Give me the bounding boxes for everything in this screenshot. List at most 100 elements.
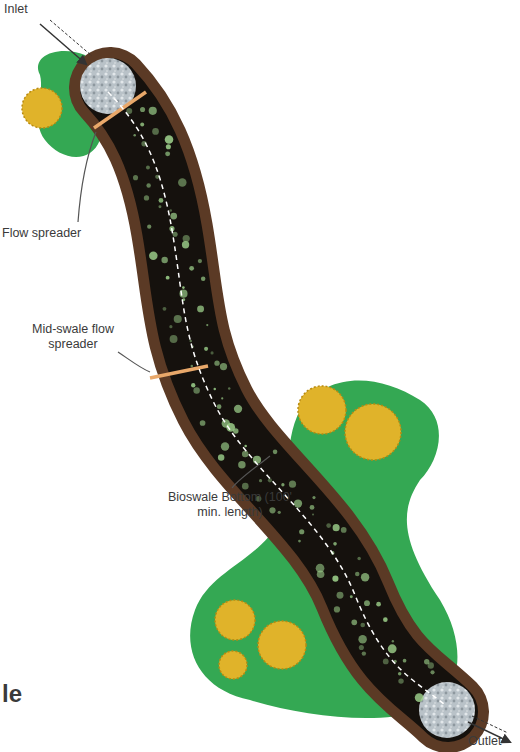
vegetation-dot [242, 483, 249, 490]
vegetation-dot [140, 122, 144, 126]
vegetation-dot [299, 529, 304, 534]
vegetation-dot [253, 456, 261, 464]
gravel-outlet [419, 682, 475, 738]
mid-swale-flow-spreader [150, 366, 208, 378]
vegetation-dot [351, 619, 357, 625]
vegetation-dot [430, 670, 434, 674]
vegetation-dot [269, 507, 275, 513]
vegetation-dot [350, 595, 353, 598]
vegetation-dot [190, 365, 193, 368]
vegetation-dot [359, 645, 364, 650]
vegetation-dot [197, 305, 204, 312]
vegetation-dot [289, 481, 296, 488]
outlet-label: Outlet [468, 734, 518, 749]
vegetation-dot [361, 573, 369, 581]
vegetation-dot [312, 513, 314, 515]
vegetation-dot [355, 572, 359, 576]
vegetation-dots [126, 107, 434, 702]
vegetation-dot [204, 347, 208, 351]
vegetation-dot [317, 571, 325, 579]
vegetation-dot [217, 404, 222, 409]
inlet-label: Inlet [4, 2, 44, 17]
vegetation-dot [201, 277, 206, 282]
callout-label: Flow spreader [2, 226, 97, 241]
vegetation-dot [398, 678, 403, 683]
vegetation-dot [278, 511, 281, 514]
vegetation-dot [360, 623, 365, 628]
vegetation-dot [170, 335, 178, 343]
vegetation-dot [169, 209, 172, 212]
vegetation-dot [332, 576, 338, 582]
leader-line [232, 456, 270, 488]
vegetation-dot [428, 662, 434, 668]
vegetation-dot [388, 644, 397, 653]
vegetation-dot [218, 454, 224, 460]
vegetation-dot [146, 165, 150, 169]
vegetation-dot [358, 635, 366, 643]
vegetation-dot [182, 286, 185, 289]
vegetation-dot [183, 235, 190, 242]
vegetation-dot [198, 259, 202, 263]
vegetation-dot [333, 524, 340, 531]
vegetation-dot [221, 397, 223, 399]
vegetation-dot [191, 383, 195, 387]
vegetation-dot [189, 266, 194, 271]
vegetation-dot [392, 640, 394, 642]
vegetation-dot [163, 307, 167, 311]
vegetation-dot [238, 461, 245, 468]
vegetation-dot [242, 451, 249, 458]
inlet-arrow [40, 24, 86, 64]
vegetation-dot [403, 659, 407, 663]
vegetation-dot [173, 232, 178, 237]
vegetation-dot [415, 693, 424, 702]
vegetation-dot [190, 340, 192, 342]
flow-spreader [94, 92, 146, 128]
vegetation-dot [298, 540, 301, 543]
vegetation-dot [364, 600, 370, 606]
vegetation-dot [182, 241, 189, 248]
vegetation-dot [281, 483, 284, 486]
vegetation-dot [221, 442, 229, 450]
flow-path [108, 92, 445, 705]
swale-berm [110, 88, 448, 712]
vegetation-dot [333, 542, 337, 546]
vegetation-dot [310, 505, 315, 510]
callout-label: Mid-swale flow spreader [30, 322, 116, 352]
vegetation-dot [383, 658, 389, 664]
vegetation-dot [334, 606, 340, 612]
vegetation-dot [376, 602, 381, 607]
vegetation-dot [166, 276, 170, 280]
vegetation-dot [193, 387, 199, 393]
vegetation-dot [152, 128, 159, 135]
outlet-flow-dash [472, 716, 508, 733]
vegetation-dot [133, 134, 136, 137]
vegetation-dot [159, 198, 164, 203]
vegetation-dot [273, 450, 278, 455]
vegetation-dot [244, 445, 247, 448]
inlet-flow-dash [50, 20, 92, 56]
leader-line [78, 132, 96, 222]
vegetation-dot [144, 195, 149, 200]
title-fragment: le [2, 680, 42, 709]
vegetation-dot [140, 107, 145, 112]
vegetation-dot [169, 325, 172, 328]
vegetation-dot [170, 213, 177, 220]
vegetation-dot [206, 324, 208, 326]
vegetation-dot [213, 388, 216, 391]
vegetation-dot [158, 205, 161, 208]
vegetation-dot [312, 496, 315, 499]
vegetation-dot [398, 672, 402, 676]
vegetation-dot [341, 527, 347, 533]
vegetation-dot [383, 617, 388, 622]
vegetation-dot [214, 360, 219, 365]
vegetation-dot [357, 557, 360, 560]
vegetation-dot [165, 135, 174, 144]
vegetation-dot [133, 175, 138, 180]
vegetation-dot [174, 315, 182, 323]
vegetation-dot [268, 478, 272, 482]
vegetation-dot [220, 363, 227, 370]
vegetation-dot [233, 428, 238, 433]
vegetation-dot [200, 420, 206, 426]
vegetation-dot [178, 178, 186, 186]
